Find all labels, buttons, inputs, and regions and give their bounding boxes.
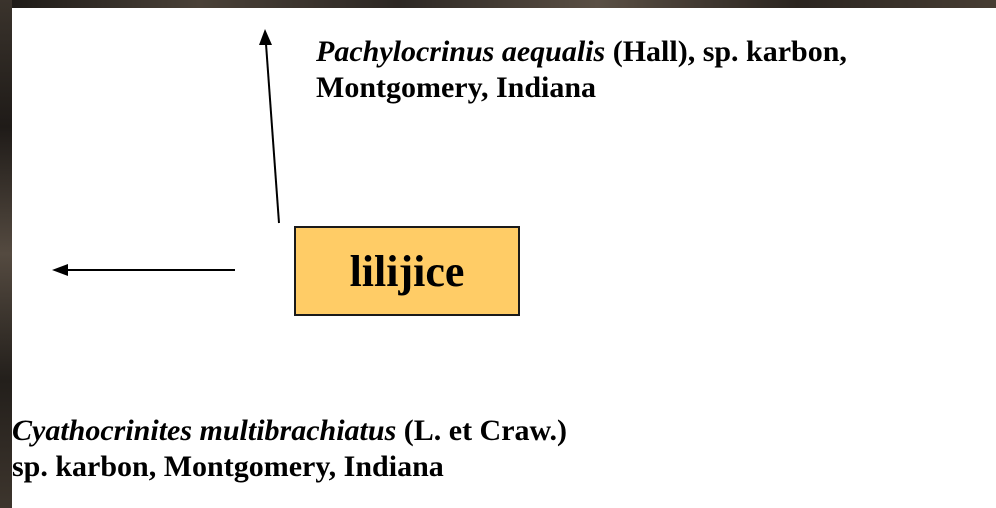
bottom-caption: Cyathocrinites multibrachiatus (L. et Cr… bbox=[12, 413, 567, 485]
arrow-up-head-icon bbox=[259, 29, 272, 45]
bottom-caption-line1: Cyathocrinites multibrachiatus (L. et Cr… bbox=[12, 414, 567, 447]
arrow-up-line bbox=[266, 44, 279, 223]
bottom-caption-line2: sp. karbon, Montgomery, Indiana bbox=[12, 450, 444, 483]
bottom-caption-author: (L. et Craw.) bbox=[396, 414, 567, 447]
arrow-left-head-icon bbox=[52, 264, 68, 276]
bottom-caption-species: Cyathocrinites multibrachiatus bbox=[12, 414, 396, 447]
